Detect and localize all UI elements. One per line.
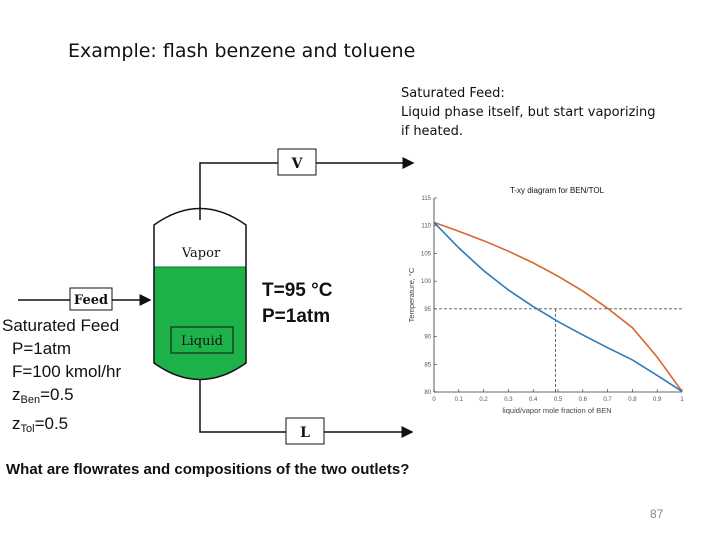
x-tick-label: 0.9 (653, 397, 662, 403)
y-tick-label: 100 (421, 279, 432, 285)
x-tick-label: 1 (680, 397, 684, 403)
feed-z-toluene: zTol=0.5 (2, 412, 121, 441)
feed-flowrate: F=100 kmol/hr (12, 362, 122, 381)
y-tick-label: 90 (424, 335, 431, 341)
chart-ylabel: Temperature, °C (407, 267, 416, 322)
feed-label: Feed (74, 293, 108, 308)
liquid-outlet-box (285, 417, 325, 445)
x-tick-label: 0.1 (455, 397, 464, 403)
question-text: What are flowrates and compositions of t… (6, 461, 410, 478)
page-number: 87 (650, 507, 664, 521)
liquid-outlet-pipe (199, 380, 414, 438)
dew-point-curve (433, 221, 683, 392)
note-line-2: Liquid phase itself, but start vaporizin… (401, 105, 656, 120)
drum-vessel (153, 207, 247, 381)
x-tick-label: 0.3 (504, 397, 513, 403)
chart-title: T-xy diagram for BEN/TOL (510, 186, 605, 195)
x-tick-label: 0.4 (529, 397, 538, 403)
feed-label-box (69, 287, 113, 311)
feed-specification: Saturated Feed P=1atm F=100 kmol/hr zBen… (2, 314, 121, 441)
liquid-outlet-label: L (300, 425, 310, 441)
txy-chart: T-xy diagram for BEN/TOL liquid/vapor mo… (407, 186, 684, 415)
x-tick-label: 0 (432, 397, 436, 403)
feed-state: Saturated Feed (2, 316, 120, 335)
bubble-point-curve (433, 221, 683, 393)
z-tol-symbol: z (12, 414, 21, 433)
chart-xlabel: liquid/vapor mole fraction of BEN (502, 406, 611, 415)
x-tick-label: 0.7 (603, 397, 612, 403)
vapor-outlet-pipe (199, 157, 415, 220)
flash-pressure: P=1atm (262, 306, 331, 327)
y-tick-label: 85 (424, 362, 431, 368)
z-ben-value: =0.5 (40, 385, 74, 404)
z-tol-value: =0.5 (34, 414, 69, 433)
flash-conditions: T=95 °C P=1atm (262, 278, 332, 330)
y-tick-label: 80 (424, 390, 431, 396)
z-ben-symbol: z (12, 385, 21, 404)
z-ben-subscript: Ben (20, 394, 41, 406)
z-tol-subscript: Tol (20, 423, 35, 435)
drum-liquid (154, 267, 246, 380)
feed-z-benzene: zBen=0.5 (2, 383, 121, 412)
x-tick-label: 0.5 (554, 397, 563, 403)
y-tick-label: 110 (421, 224, 431, 230)
x-tick-label: 0.6 (579, 397, 588, 403)
saturated-feed-note: Saturated Feed: Liquid phase itself, but… (401, 84, 701, 141)
y-tick-label: 95 (424, 307, 431, 313)
vapor-label: Vapor (181, 246, 221, 261)
y-tick-label: 105 (421, 251, 432, 257)
y-tick-label: 115 (421, 196, 431, 202)
x-tick-label: 0.8 (628, 397, 637, 403)
vapor-outlet-label: V (291, 156, 304, 172)
note-line-3: if heated. (401, 124, 464, 139)
x-tick-label: 0.2 (479, 397, 488, 403)
feed-pressure: P=1atm (12, 339, 72, 358)
flash-temperature: T=95 °C (262, 280, 333, 301)
vapor-outlet-box (277, 148, 317, 176)
slide-title: Example: flash benzene and toluene (68, 40, 416, 62)
liquid-label-box (170, 326, 234, 354)
note-line-1: Saturated Feed: (401, 86, 505, 101)
liquid-label: Liquid (181, 334, 223, 349)
